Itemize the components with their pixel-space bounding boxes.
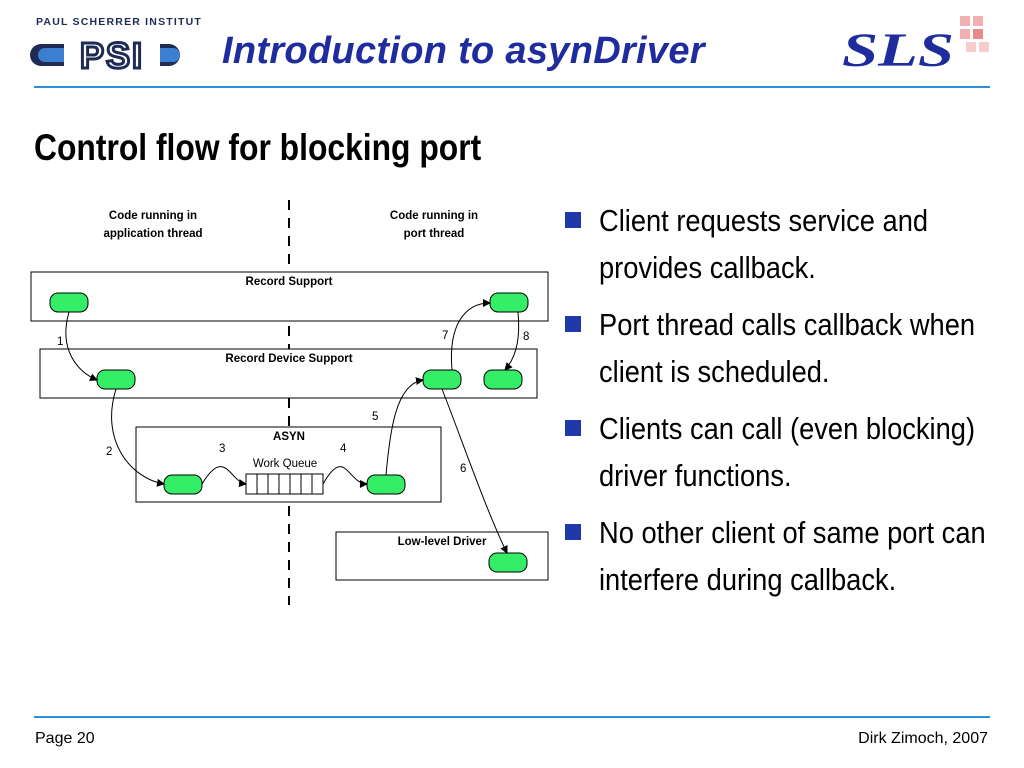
flow-arrow-5 bbox=[385, 377, 424, 476]
node-low-level-driver bbox=[488, 552, 528, 573]
step-label-4: 4 bbox=[340, 443, 347, 455]
node-device-support-app bbox=[96, 369, 136, 390]
node-asyn-queue-request bbox=[163, 474, 203, 495]
work-queue-label: Work Queue bbox=[253, 458, 317, 470]
step-label-8: 8 bbox=[523, 331, 529, 343]
node-asyn-dequeue bbox=[366, 474, 406, 495]
node-record-support-port bbox=[489, 292, 529, 313]
record-support-box bbox=[30, 271, 549, 322]
page-number: Page 20 bbox=[35, 730, 95, 747]
record-device-support-label: Record Device Support bbox=[225, 353, 352, 365]
footer-divider bbox=[34, 716, 990, 718]
flow-arrow-4 bbox=[322, 466, 368, 488]
step-label-6: 6 bbox=[460, 463, 466, 475]
slide-subtitle: Control flow for blocking port bbox=[34, 127, 482, 168]
sls-cross-icon bbox=[960, 16, 989, 52]
step-label-1: 1 bbox=[57, 336, 63, 348]
left-column-label-line2: application thread bbox=[103, 228, 202, 240]
step-label-5: 5 bbox=[372, 411, 378, 423]
record-support-label: Record Support bbox=[246, 276, 333, 288]
bullet-square-icon bbox=[565, 316, 581, 332]
step-label-2: 2 bbox=[106, 446, 112, 458]
node-device-support-port-return bbox=[483, 369, 523, 390]
node-record-support-app bbox=[49, 292, 89, 313]
sls-logo: SLS bbox=[842, 16, 989, 74]
asyn-label: ASYN bbox=[273, 431, 305, 443]
flow-arrow-6 bbox=[441, 388, 508, 554]
header-divider bbox=[34, 86, 990, 88]
bullet-square-icon bbox=[565, 524, 581, 540]
bullet-item: Port thread calls callback when client i… bbox=[563, 301, 1003, 395]
low-level-driver-label: Low-level Driver bbox=[398, 536, 487, 548]
bullet-text: Clients can call (even blocking) driver … bbox=[599, 411, 976, 493]
flow-arrow-3 bbox=[201, 466, 247, 488]
work-queue bbox=[245, 473, 324, 495]
bullet-text: Port thread calls callback when client i… bbox=[599, 307, 976, 389]
bullet-item: Client requests service and provides cal… bbox=[563, 197, 1003, 291]
flow-arrow-2 bbox=[111, 388, 165, 487]
institute-caption: PAUL SCHERRER INSTITUT bbox=[36, 16, 203, 28]
step-label-7: 7 bbox=[442, 330, 448, 342]
step-label-3: 3 bbox=[219, 443, 225, 455]
slide-title: Introduction to asynDriver bbox=[222, 30, 705, 72]
bullet-list: Client requests service and provides cal… bbox=[563, 197, 1003, 613]
right-column-label-line2: port thread bbox=[404, 228, 465, 240]
flow-arrow-8 bbox=[504, 311, 520, 371]
bullet-square-icon bbox=[565, 420, 581, 436]
flow-arrow-7 bbox=[450, 299, 491, 371]
bullet-text: No other client of same port can interfe… bbox=[599, 515, 986, 597]
bullet-item: No other client of same port can interfe… bbox=[563, 509, 1003, 603]
sls-logo-text: SLS bbox=[842, 24, 954, 74]
bullet-square-icon bbox=[565, 212, 581, 228]
psi-logo-text: PSI bbox=[80, 35, 144, 76]
psi-logo: PSI bbox=[30, 34, 180, 76]
bullet-item: Clients can call (even blocking) driver … bbox=[563, 405, 1003, 499]
right-column-label-line1: Code running in bbox=[390, 210, 478, 222]
footer-author: Dirk Zimoch, 2007 bbox=[858, 730, 988, 747]
left-column-label-line1: Code running in bbox=[109, 210, 197, 222]
flow-arrow-1 bbox=[65, 311, 98, 381]
node-device-support-port-callback bbox=[422, 369, 462, 390]
bullet-text: Client requests service and provides cal… bbox=[599, 203, 929, 285]
